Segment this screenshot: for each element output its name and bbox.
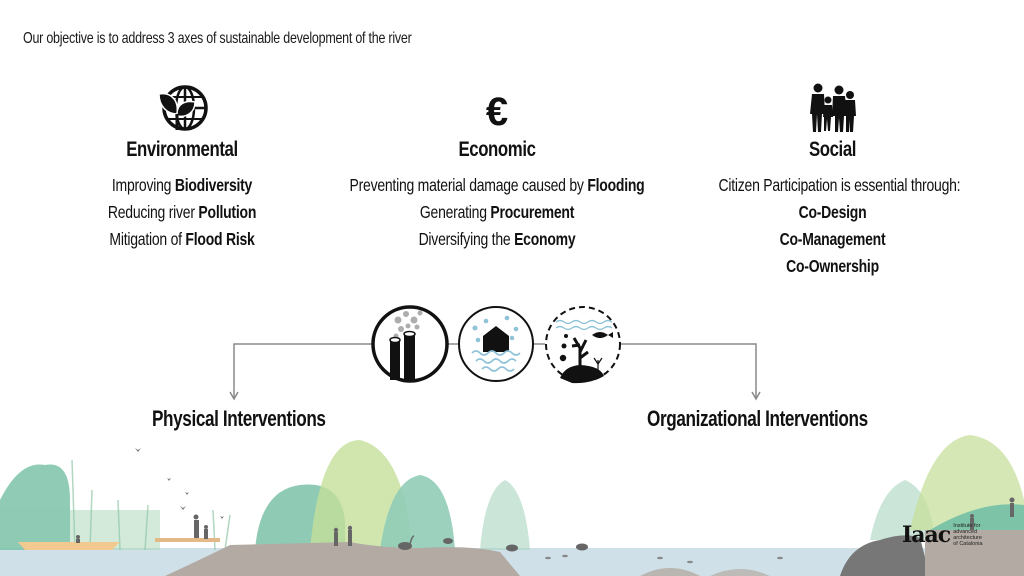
fish [545, 554, 783, 564]
axis-line: Preventing material damage caused by Flo… [349, 175, 645, 195]
axis-title: Environmental [126, 138, 238, 161]
axis-title: Economic [458, 138, 536, 161]
axis-line: Co-Management [779, 229, 886, 249]
axis-line: Co-Ownership [786, 256, 879, 276]
river-landscape-illustration [0, 435, 1024, 576]
axis-line: Co-Design [798, 202, 867, 222]
flooded-house-icon [458, 306, 534, 382]
logo-subtitle: Institute for advanced architecture of C… [953, 523, 983, 547]
euro-glyph: € [485, 90, 509, 134]
organizational-interventions-label: Organizational Interventions [647, 406, 868, 431]
axis-economic: € Economic Preventing material damage ca… [312, 82, 682, 253]
axis-environmental: Environmental Improving Biodiversity Red… [82, 82, 282, 253]
arrow-left-icon [229, 391, 239, 401]
arrow-right-icon [751, 391, 761, 401]
physical-interventions-label: Physical Interventions [152, 406, 326, 431]
globe-leaf-icon [82, 82, 282, 134]
family-icon [690, 82, 975, 134]
rock-pile [840, 535, 930, 576]
birds [135, 448, 224, 519]
right-ground [925, 530, 1024, 576]
pier [155, 538, 220, 542]
axis-line: Diversifying the Economy [418, 229, 576, 249]
axis-social: Social Citizen Participation is essentia… [690, 82, 975, 280]
axis-line: Reducing river Pollution [107, 202, 257, 222]
ground [165, 542, 520, 576]
intro-text: Our objective is to address 3 axes of su… [23, 30, 412, 47]
reeds [71, 459, 231, 551]
euro-icon: € [312, 82, 682, 134]
axis-line: Citizen Participation is essential throu… [718, 175, 961, 195]
trees-left [0, 440, 530, 550]
axis-line: Improving Biodiversity [111, 175, 253, 195]
axis-line: Mitigation of Flood Risk [109, 229, 255, 249]
boat [18, 542, 120, 550]
connector-diagram [229, 305, 761, 401]
axis-line: Generating Procurement [419, 202, 575, 222]
underwater-biodiversity-icon [545, 306, 621, 384]
logo-mark: Iaac [902, 522, 951, 548]
connector-lines [233, 343, 757, 398]
pollution-chimneys-icon [371, 305, 449, 383]
iaac-logo: Iaac Institute for advanced architecture… [902, 522, 993, 548]
people-silhouettes [76, 514, 353, 546]
axis-title: Social [808, 138, 857, 161]
grass-hill [930, 504, 1024, 530]
swans [398, 535, 588, 552]
